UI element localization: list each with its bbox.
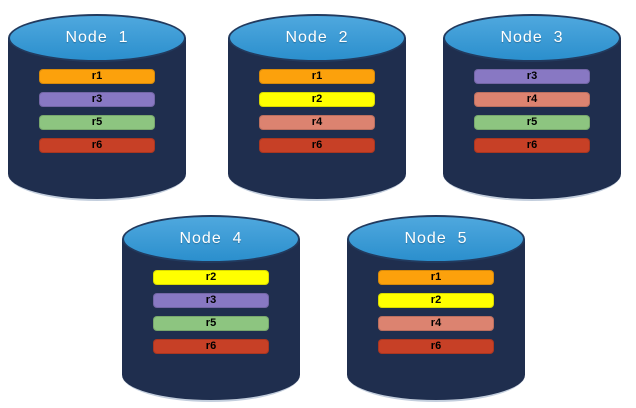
replica-label: r1	[430, 271, 442, 283]
cylinder-top-ellipse: Node 5	[347, 215, 525, 263]
cylinder-top-ellipse: Node 4	[122, 215, 300, 263]
replica-bar: r2	[153, 270, 269, 285]
replica-bar: r6	[39, 138, 155, 153]
replica-label: r3	[205, 294, 217, 306]
node-title: Node 4	[179, 230, 243, 247]
replica-bar: r1	[39, 69, 155, 84]
replica-label: r5	[91, 116, 103, 128]
cylinder-top-ellipse: Node 3	[443, 14, 621, 62]
replica-bar: r3	[39, 92, 155, 107]
replica-label: r2	[205, 271, 217, 283]
replica-bar: r4	[378, 316, 494, 331]
replica-bar: r3	[474, 69, 590, 84]
replica-bar: r6	[474, 138, 590, 153]
node-title: Node 3	[500, 29, 564, 46]
node-cylinder: Node 3 r3 r4 r5 r6	[443, 14, 621, 202]
replica-bar: r5	[39, 115, 155, 130]
replica-bar: r3	[153, 293, 269, 308]
replica-bar: r4	[474, 92, 590, 107]
replica-label: r1	[311, 70, 323, 82]
replica-bar: r1	[259, 69, 375, 84]
replica-label: r1	[91, 70, 103, 82]
replica-label: r3	[526, 70, 538, 82]
replica-label: r5	[205, 317, 217, 329]
replica-label: r4	[311, 116, 323, 128]
node-cylinder: Node 5 r1 r2 r4 r6	[347, 215, 525, 403]
node-cylinder: Node 4 r2 r3 r5 r6	[122, 215, 300, 403]
replica-bar-list: r2 r3 r5 r6	[153, 270, 269, 354]
replica-bar-list: r1 r2 r4 r6	[259, 69, 375, 153]
replica-label: r6	[311, 139, 323, 151]
replica-bar: r6	[259, 138, 375, 153]
replica-label: r2	[430, 294, 442, 306]
replica-label: r6	[526, 139, 538, 151]
cylinder-top-ellipse: Node 2	[228, 14, 406, 62]
replica-bar: r2	[378, 293, 494, 308]
replica-label: r3	[91, 93, 103, 105]
node-cylinder: Node 1 r1 r3 r5 r6	[8, 14, 186, 202]
replica-bar: r4	[259, 115, 375, 130]
node-title: Node 5	[404, 230, 468, 247]
replica-bar: r1	[378, 270, 494, 285]
replica-label: r6	[430, 340, 442, 352]
replica-bar-list: r1 r3 r5 r6	[39, 69, 155, 153]
replica-label: r5	[526, 116, 538, 128]
replica-bar-list: r1 r2 r4 r6	[378, 270, 494, 354]
replica-bar: r6	[153, 339, 269, 354]
replica-label: r4	[526, 93, 538, 105]
cylinder-top-ellipse: Node 1	[8, 14, 186, 62]
replica-bar: r5	[474, 115, 590, 130]
replica-label: r4	[430, 317, 442, 329]
replica-label: r2	[311, 93, 323, 105]
replica-bar: r2	[259, 92, 375, 107]
replica-bar: r6	[378, 339, 494, 354]
replica-label: r6	[205, 340, 217, 352]
node-title: Node 2	[285, 29, 349, 46]
replica-bar: r5	[153, 316, 269, 331]
node-cylinder: Node 2 r1 r2 r4 r6	[228, 14, 406, 202]
node-title: Node 1	[65, 29, 129, 46]
replica-label: r6	[91, 139, 103, 151]
replica-bar-list: r3 r4 r5 r6	[474, 69, 590, 153]
